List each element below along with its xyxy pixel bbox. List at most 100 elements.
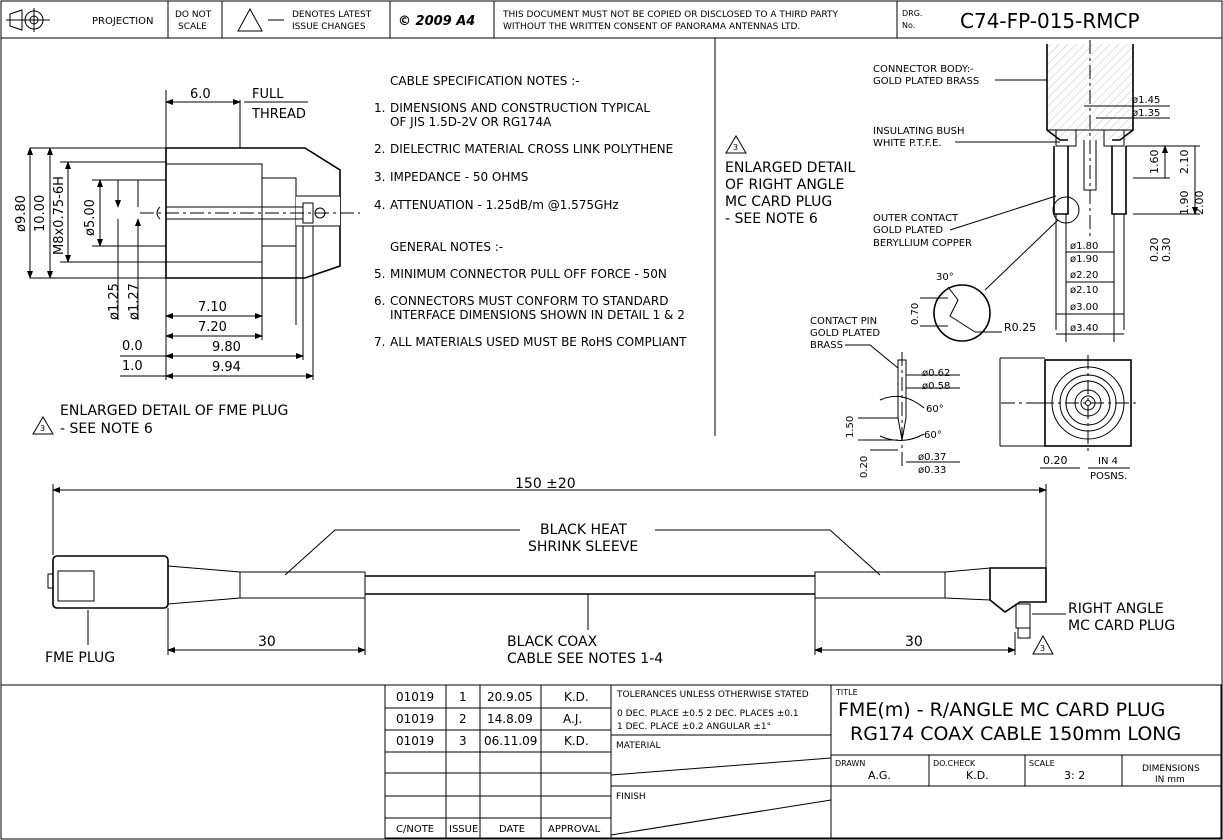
dim-dia-2-20: ø2.20 <box>1070 270 1098 281</box>
dim-dia-1-80: ø1.80 <box>1070 241 1098 252</box>
note-6-line2: INTERFACE DIMENSIONS SHOWN IN DETAIL 1 &… <box>390 308 685 322</box>
dim-0-0: 0.0 <box>122 339 143 354</box>
contact-pin-line3: BRASS <box>810 340 843 351</box>
coax-line1: BLACK COAX <box>507 634 598 650</box>
heat-shrink-line1: BLACK HEAT <box>540 522 627 538</box>
dim-dia-2-10: ø2.10 <box>1070 285 1098 296</box>
scale-value: 3: 2 <box>1064 769 1085 782</box>
drg-label-line1: DRG. <box>902 9 922 18</box>
dim-1-50: 1.50 <box>845 416 856 438</box>
dim-0-20-c: 0.20 <box>1043 454 1068 467</box>
dim-dia-1-25: ø1.25 <box>107 283 122 320</box>
note-3-num: 3. <box>374 170 385 184</box>
do-not-scale-line2: SCALE <box>178 22 207 32</box>
dim-dia-3-00: ø3.00 <box>1070 302 1098 313</box>
dim-dia-0-58: ø0.58 <box>922 381 950 392</box>
drawing-number: C74-FP-015-RMCP <box>960 9 1140 33</box>
fme-plug-section: 6.0 FULL THREAD ø9.80 10.00 M8x0.75-6H ø… <box>14 87 360 437</box>
coax-line2: CABLE SEE NOTES 1-4 <box>507 651 663 667</box>
connector-body-line2: GOLD PLATED BRASS <box>873 76 979 87</box>
dim-dia-9-80: ø9.80 <box>14 195 29 232</box>
title-block: 01019 1 20.9.05 K.D. 01019 2 14.8.09 A.J… <box>1 684 1222 839</box>
angle-30: 30° <box>936 272 954 283</box>
in-4-label: IN 4 <box>1098 456 1118 467</box>
dim-0-20: 0.20 <box>1148 238 1161 263</box>
dim-dia-1-90: ø1.90 <box>1070 254 1098 265</box>
rev3-approval: K.D. <box>564 734 589 748</box>
rev1-approval: K.D. <box>564 690 589 704</box>
rev1-date: 20.9.05 <box>487 690 533 704</box>
finish-label: FINISH <box>616 792 646 802</box>
angle-60-a: 60° <box>926 404 944 415</box>
header-approval: APPROVAL <box>548 824 601 835</box>
dim-dia-0-62: ø0.62 <box>922 368 950 379</box>
connector-body-line1: CONNECTOR BODY:- <box>873 64 974 75</box>
rev3-cnote: 01019 <box>396 734 434 748</box>
dim-dia-0-33: ø0.33 <box>918 465 946 476</box>
dim-dia-1-27: ø1.27 <box>127 283 142 320</box>
right-dim-30: 30 <box>905 634 923 650</box>
header-issue: ISSUE <box>449 824 478 835</box>
note-7-num: 7. <box>374 335 385 349</box>
dim-dia-1-35: ø1.35 <box>1132 108 1160 119</box>
dimensions-label-line2: IN mm <box>1155 775 1185 785</box>
dim-2-10: 2.10 <box>1178 150 1191 175</box>
outer-contact-line3: BERYLLIUM COPPER <box>873 238 972 249</box>
rev2-cnote: 01019 <box>396 712 434 726</box>
svg-text:3: 3 <box>40 424 45 433</box>
dimensions-label-line1: DIMENSIONS <box>1142 764 1200 774</box>
note-1-num: 1. <box>374 101 385 115</box>
rev1-cnote: 01019 <box>396 690 434 704</box>
cable-assembly: 150 ±20 BLACK HEAT SHRINK SLEEVE BLACK C… <box>45 476 1175 667</box>
note-5-line1: MINIMUM CONNECTOR PULL OFF FORCE - 50N <box>390 267 667 281</box>
radius-0-25: R0.25 <box>1004 321 1036 334</box>
dim-1-0: 1.0 <box>122 359 143 374</box>
note-6-num: 6. <box>374 294 385 308</box>
note-6-line1: CONNECTORS MUST CONFORM TO STANDARD <box>390 294 668 308</box>
drawn-label: DRAWN <box>835 759 865 768</box>
angle-60-b: 60° <box>924 430 942 441</box>
mc-caption-line1: ENLARGED DETAIL <box>725 160 855 176</box>
dim-7-20: 7.20 <box>198 320 227 335</box>
note-2-num: 2. <box>374 142 385 156</box>
note-4-num: 4. <box>374 198 385 212</box>
tolerances-line1: 0 DEC. PLACE ±0.5 2 DEC. PLACES ±0.1 <box>617 709 799 719</box>
outer-contact-line1: OUTER CONTACT <box>873 213 959 224</box>
dim-thread-spec: M8x0.75-6H <box>52 176 67 255</box>
dim-10-00: 10.00 <box>33 195 48 232</box>
dim-1-90: 1.90 <box>1178 191 1191 216</box>
contact-pin-line2: GOLD PLATED <box>810 328 880 339</box>
latest-issue-line1: DENOTES LATEST <box>292 10 372 20</box>
confidential-line2: WITHOUT THE WRITTEN CONSENT OF PANORAMA … <box>503 22 800 32</box>
tolerances-line2: 1 DEC. PLACE ±0.2 ANGULAR ±1° <box>617 722 771 732</box>
dim-full: FULL <box>252 87 284 102</box>
docheck-label: DO.CHECK <box>933 759 976 768</box>
confidential-line1: THIS DOCUMENT MUST NOT BE COPIED OR DISC… <box>502 10 838 20</box>
contact-pin-line1: CONTACT PIN <box>810 316 877 327</box>
insulating-bush-line2: WHITE P.T.F.E. <box>873 138 942 149</box>
header-cnote: C/NOTE <box>396 824 434 835</box>
issue-marker-mc-icon <box>725 135 747 154</box>
copyright-text: © 2009 A4 <box>398 14 475 29</box>
header-date: DATE <box>499 824 525 835</box>
drawn-value: A.G. <box>868 769 891 782</box>
latest-issue-line2: ISSUE CHANGES <box>292 22 366 32</box>
dim-0-20-b: 0.20 <box>859 456 870 478</box>
svg-text:3: 3 <box>1040 644 1045 653</box>
mc-caption-line4: - SEE NOTE 6 <box>725 211 818 227</box>
mc-plug-line1: RIGHT ANGLE <box>1068 601 1164 617</box>
svg-text:3: 3 <box>733 143 738 152</box>
notes-block: CABLE SPECIFICATION NOTES :- 1. DIMENSIO… <box>374 74 687 349</box>
mc-caption-line2: OF RIGHT ANGLE <box>725 177 844 193</box>
rev3-date: 06.11.09 <box>484 734 537 748</box>
mc-plug-section: 3 ENLARGED DETAIL OF RIGHT ANGLE MC CARD… <box>725 40 1206 482</box>
note-1-line2: OF JIS 1.5D-2V OR RG174A <box>390 115 552 129</box>
outer-contact-line2: GOLD PLATED <box>873 225 943 236</box>
dim-dia-5-00: ø5.00 <box>83 199 98 236</box>
note-7-line1: ALL MATERIALS USED MUST BE RoHS COMPLIAN… <box>390 335 687 349</box>
dim-9-80: 9.80 <box>212 340 241 355</box>
projection-label: PROJECTION <box>92 16 154 27</box>
rev2-date: 14.8.09 <box>487 712 533 726</box>
